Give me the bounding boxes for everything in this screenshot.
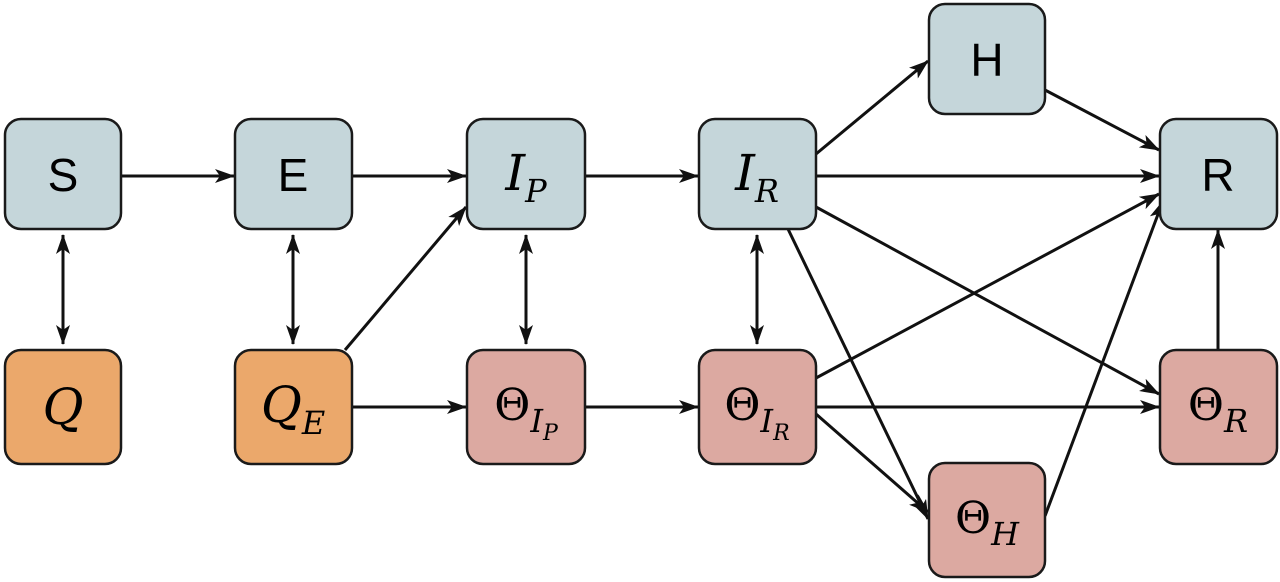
node-ir-box: [697, 117, 818, 231]
node-theta-ir-subscript: I: [759, 402, 774, 440]
node-ip-subscript: P: [524, 172, 547, 210]
node-q-label: Q: [43, 378, 84, 436]
node-r-box: [1158, 117, 1279, 231]
node-theta-h-label: Θ: [955, 493, 991, 544]
node-ip-box: [465, 117, 587, 231]
node-e-label: E: [278, 149, 309, 201]
node-theta-ip-subsubscript: P: [542, 421, 559, 446]
node-e: E: [233, 117, 354, 231]
node-h: H: [927, 2, 1047, 116]
svg-text:IP: IP: [504, 144, 547, 210]
node-qe-subscript: E: [301, 404, 325, 442]
edge-thh-to-r: [1043, 200, 1165, 517]
svg-text:IR: IR: [734, 144, 779, 210]
node-theta-ir-box: [697, 348, 818, 466]
svg-text:R: R: [1201, 149, 1234, 201]
node-q-box: [3, 348, 123, 466]
svg-text:ΘIP: ΘIP: [494, 380, 559, 446]
edge-ir-to-h: [815, 59, 929, 156]
edge-thir-to-thh: [815, 412, 929, 514]
node-theta-ip-box: [465, 348, 587, 466]
svg-text:ΘIR: ΘIR: [724, 380, 789, 446]
node-theta-h-subscript: H: [990, 515, 1020, 553]
node-q: Q: [3, 348, 123, 466]
svg-text:Q: Q: [43, 378, 84, 436]
node-theta-ip: ΘIP: [465, 348, 587, 466]
nodes-layer: S E IP IR H: [3, 2, 1279, 579]
node-theta-ir-label: Θ: [724, 380, 760, 431]
edge-qe-to-ip: [343, 206, 468, 351]
svg-text:S: S: [48, 149, 79, 201]
node-qe-label: Q: [261, 376, 302, 434]
edge-h-to-r: [1044, 88, 1160, 152]
node-theta-r: ΘR: [1158, 348, 1279, 466]
node-theta-h-box: [927, 461, 1047, 579]
node-theta-ir-subsubscript: R: [772, 421, 790, 446]
node-theta-ip-subscript: I: [529, 402, 544, 440]
node-ip: IP: [465, 117, 587, 231]
node-s: S: [3, 117, 123, 231]
node-theta-r-subscript: R: [1223, 402, 1248, 440]
node-s-label: S: [48, 149, 79, 201]
node-r-label: R: [1201, 149, 1234, 201]
node-theta-ip-label: Θ: [494, 380, 530, 431]
node-theta-ir: ΘIR: [697, 348, 818, 466]
edge-ir-to-thr: [815, 205, 1160, 396]
node-theta-r-box: [1158, 348, 1279, 466]
node-r: R: [1158, 117, 1279, 231]
node-h-box: [927, 2, 1047, 116]
svg-text:H: H: [970, 34, 1003, 86]
node-theta-h: ΘH: [927, 461, 1047, 579]
node-h-label: H: [970, 34, 1003, 86]
edges-layer: [56, 59, 1225, 520]
svg-text:ΘH: ΘH: [955, 493, 1020, 553]
node-ip-label: I: [504, 144, 526, 202]
node-qe-box: [233, 348, 354, 466]
node-qe: QE: [233, 348, 354, 466]
edge-thir-to-r: [815, 192, 1160, 380]
node-s-box: [3, 117, 123, 231]
node-theta-r-label: Θ: [1188, 380, 1224, 431]
node-ir-label: I: [734, 144, 756, 202]
svg-text:E: E: [278, 149, 309, 201]
edge-ir-to-thh: [786, 228, 930, 520]
node-e-box: [233, 117, 354, 231]
svg-text:ΘR: ΘR: [1188, 380, 1248, 440]
node-ir: IR: [697, 117, 818, 231]
svg-text:QE: QE: [261, 376, 325, 442]
node-ir-subscript: R: [754, 172, 779, 210]
